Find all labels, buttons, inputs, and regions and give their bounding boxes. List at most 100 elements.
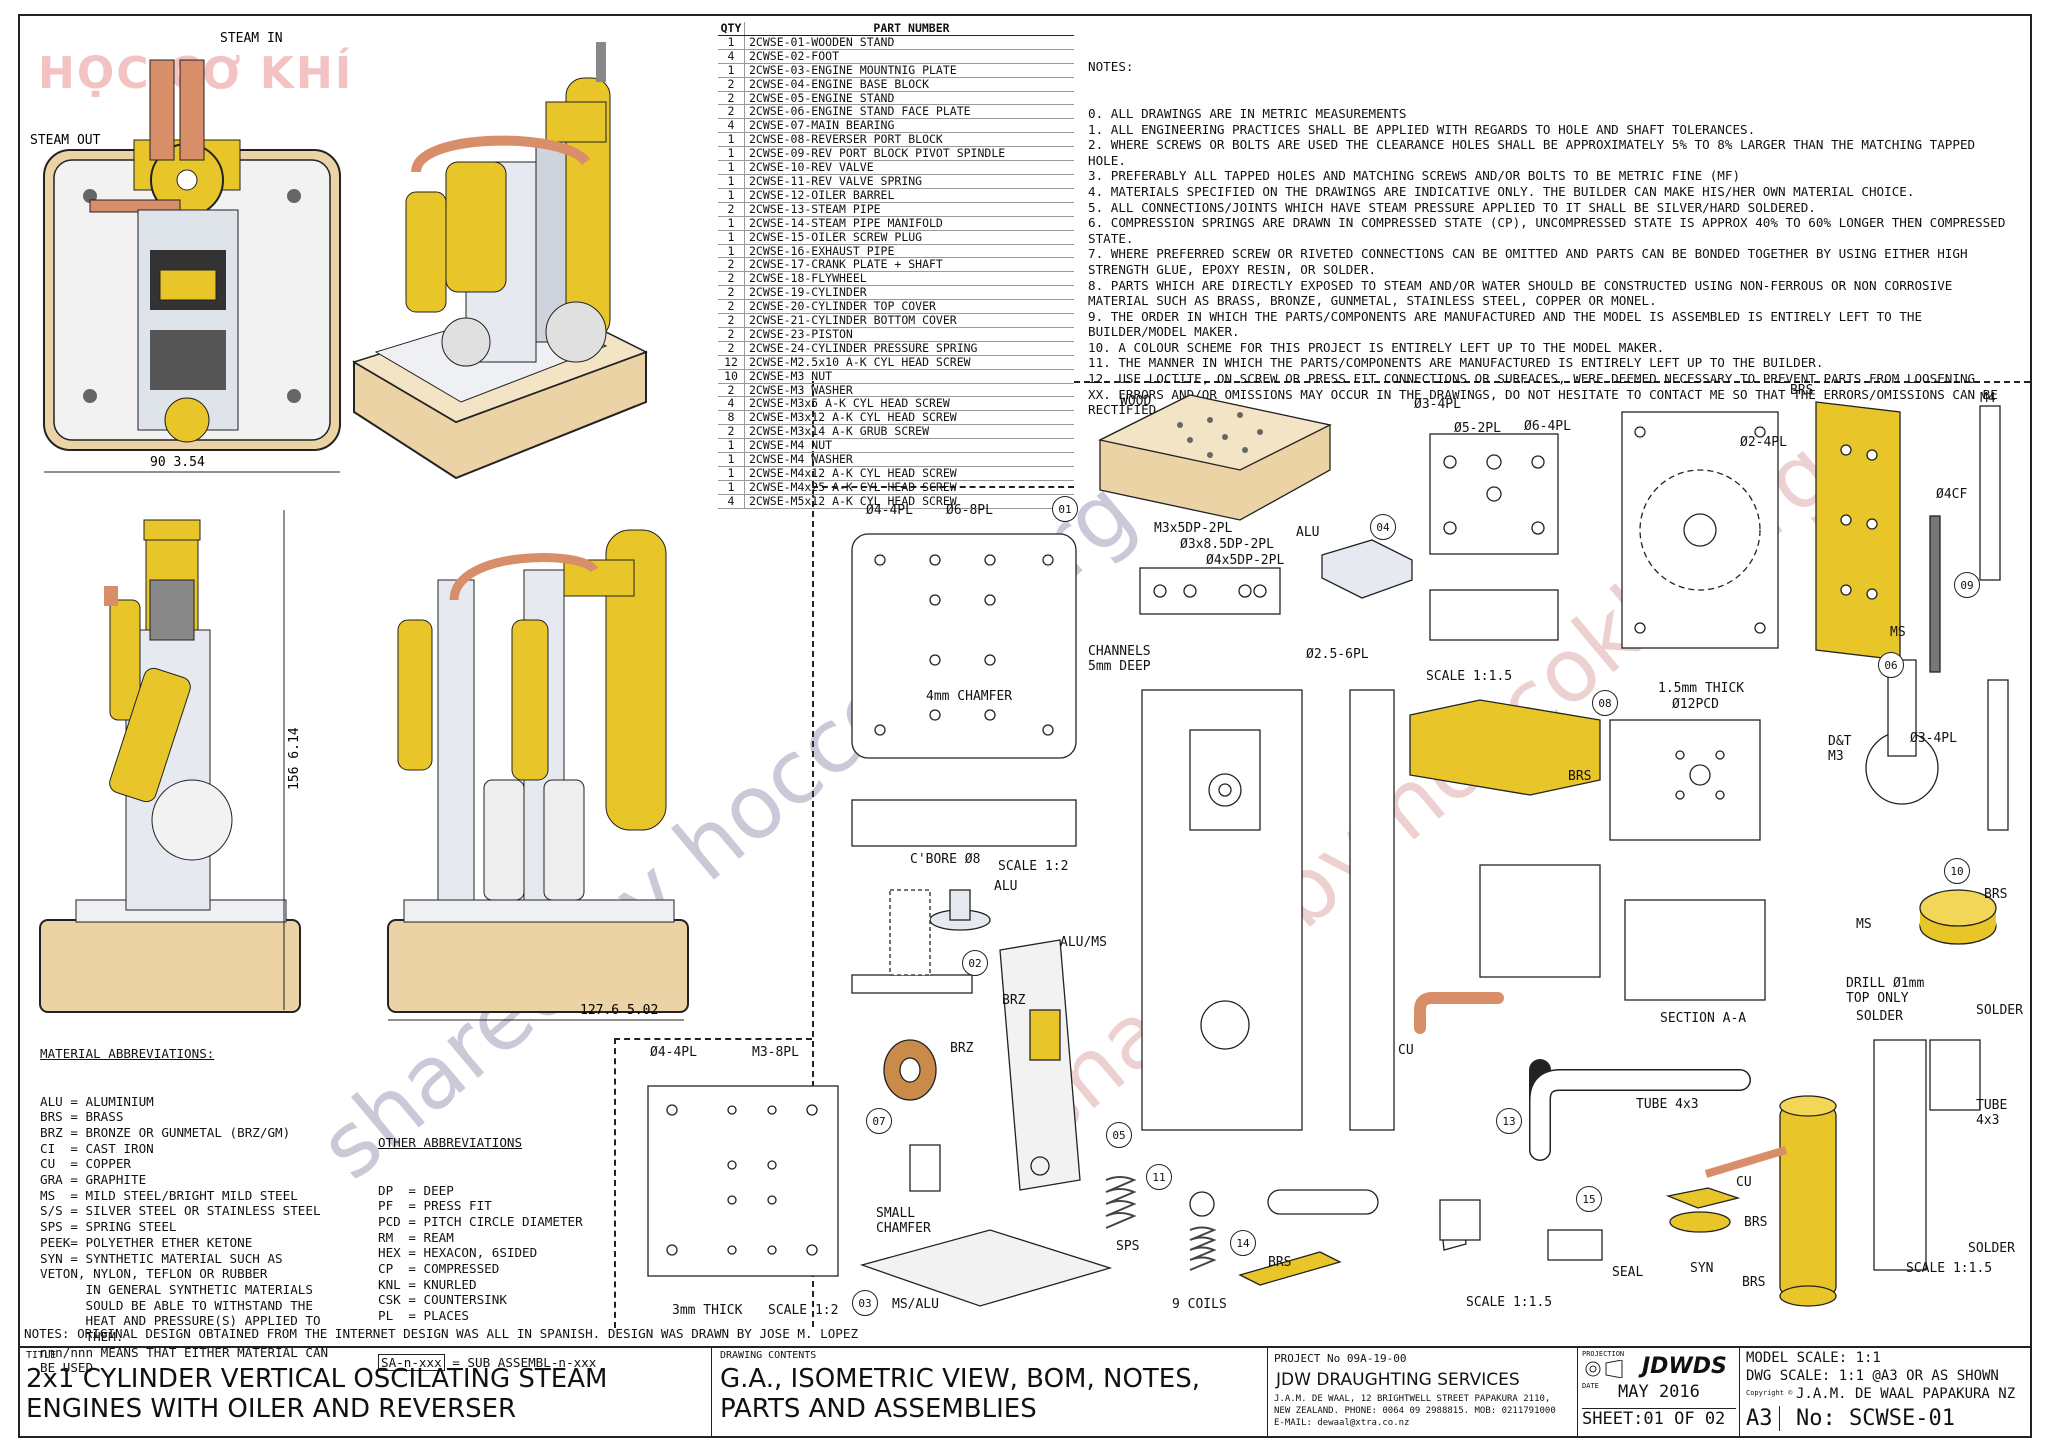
bom-part: 2CWSE-06-ENGINE STAND FACE PLATE	[749, 105, 971, 119]
bom-part: 2CWSE-15-OILER SCREW PLUG	[749, 230, 923, 244]
label-solder-3: SOLDER	[1968, 1241, 2015, 1256]
bom-part: 2CWSE-21-CYLINDER BOTTOM COVER	[749, 314, 957, 327]
note-item: 8. PARTS WHICH ARE DIRECTLY EXPOSED TO S…	[1088, 277, 1960, 309]
material-line: S/S = SILVER STEEL OR STAINLESS STEEL	[40, 1203, 321, 1219]
bom-qty: 1	[718, 439, 745, 453]
bom-qty: 1	[718, 244, 745, 258]
other-abbr-line: HEX = HEXACON, 6SIDED	[378, 1245, 538, 1261]
ga-front-view: 127.6 5.02	[387, 529, 689, 1021]
callout-10: 10	[1944, 858, 1970, 884]
bom-part: 2CWSE-08-REVERSER PORT BLOCK	[749, 133, 943, 147]
note-item: 9. THE ORDER IN WHICH THE PARTS/COMPONEN…	[1088, 308, 1930, 340]
bom-qty: 10	[718, 369, 745, 383]
label-solder-2: SOLDER	[1976, 1003, 2023, 1018]
label-d6-4pl: Ø6-4PL	[1524, 419, 1571, 434]
bom-part: 2CWSE-11-REV VALVE SPRING	[749, 174, 923, 188]
bom-qty: 2	[718, 314, 745, 327]
material-line: CU = COPPER	[40, 1156, 131, 1172]
label-d3-4pl: Ø3-4PL	[1414, 397, 1461, 412]
bom-qty: 1	[718, 453, 745, 466]
label-3mm-thick: 3mm THICK	[672, 1303, 743, 1318]
bom-part: 2CWSE-16-EXHAUST PIPE	[749, 244, 895, 258]
bom-row: 2 2CWSE-21-CYLINDER BOTTOM COVER	[718, 314, 1074, 328]
label-brz-07: BRZ	[950, 1041, 974, 1056]
sheet-number: SHEET:01 OF 02	[1582, 1408, 1736, 1429]
other-abbr-line: RM = REAM	[378, 1229, 454, 1245]
other-abbr-line: PCD = PITCH CIRCLE DIAMETER	[378, 1213, 583, 1229]
label-brs-06: BRS	[1790, 383, 1814, 398]
note-item: 10. A COLOUR SCHEME FOR THIS PROJECT IS …	[1088, 339, 1665, 355]
bom-qty: 1	[718, 230, 745, 244]
bom-part: 2CWSE-01-WOODEN STAND	[749, 35, 895, 49]
bom-part: 2CWSE-M3 WASHER	[749, 383, 853, 397]
bom-part: 2CWSE-12-OILER BARREL	[749, 188, 895, 202]
material-line: SOULD BE ABLE TO WITHSTAND THE	[40, 1297, 313, 1313]
bom-part: 2CWSE-04-ENGINE BASE BLOCK	[749, 77, 930, 91]
dim-height: 156 6.14	[287, 727, 302, 790]
projection-symbol-icon	[1585, 1360, 1623, 1378]
bom-row: 4 2CWSE-M5x12 A-K CYL HEAD SCREW	[718, 494, 1074, 509]
bom-part: 2CWSE-M5x12 A-K CYL HEAD SCREW	[749, 494, 957, 508]
label-tube: TUBE 4x3	[1636, 1097, 1699, 1112]
bom-qty: 4	[718, 397, 745, 411]
label-steam-out: STEAM OUT	[30, 133, 101, 148]
copyright: J.A.M. DE WAAL PAPAKURA NZ	[1796, 1386, 2016, 1402]
copyright-label: Copyright ©	[1746, 1389, 1793, 1397]
bom-part: 2CWSE-19-CYLINDER	[749, 286, 867, 300]
label-syn: SYN	[1690, 1261, 1714, 1276]
bom-part: 2CWSE-18-FLYWHEEL	[749, 272, 867, 286]
material-line: BE USED	[40, 1360, 94, 1376]
company-name: JDW DRAUGHTING SERVICES	[1276, 1370, 1520, 1390]
note-item: 2. WHERE SCREWS OR BOLTS ARE USED THE CL…	[1088, 137, 1983, 168]
bom-part: 2CWSE-M4 WASHER	[749, 453, 853, 466]
label-cbore: C'BORE Ø8	[910, 852, 981, 867]
bom-qty: 4	[718, 494, 745, 508]
drawing-title: 2x1 CYLINDER VERTICAL OSCILATING STEAM E…	[26, 1364, 608, 1424]
ga-top-view: 90 3.54 STEAM IN STEAM OUT	[30, 31, 341, 473]
notes-block: NOTES: 0. ALL DRAWINGS ARE IN METRIC MEA…	[1088, 28, 2010, 433]
note-item: 1. ALL ENGINEERING PRACTICES SHALL BE AP…	[1088, 121, 1756, 137]
note-item: 0. ALL DRAWINGS ARE IN METRIC MEASUREMEN…	[1088, 105, 1407, 121]
label-alu-02: ALU	[994, 879, 1018, 894]
label-dt: D&T M3	[1828, 734, 1852, 764]
label-brs-14: BRS	[1268, 1255, 1292, 1270]
label-9-coils: 9 COILS	[1172, 1297, 1227, 1312]
material-line: THEM.	[40, 1329, 124, 1345]
bom-qty: 1	[718, 133, 745, 147]
email: E-MAIL: dewaal@xtra.co.nz	[1274, 1418, 1410, 1428]
bom-qty: 2	[718, 258, 745, 272]
bom-qty: 1	[718, 161, 745, 174]
material-line: SYN = SYNTHETIC MATERIAL SUCH AS	[40, 1250, 283, 1266]
bom-qty: 1	[718, 216, 745, 230]
label-scale-15: SCALE 1:1.5	[1466, 1295, 1553, 1310]
drawing-date: MAY 2016	[1618, 1382, 1700, 1402]
label-channels: CHANNELS 5mm DEEP	[1088, 644, 1151, 674]
bom-header-part: PART NUMBER	[873, 22, 950, 35]
material-line: BRZ = BRONZE OR GUNMETAL (BRZ/GM)	[40, 1124, 291, 1140]
bom-qty: 2	[718, 341, 745, 355]
callout-13: 13	[1496, 1108, 1522, 1134]
bom-part: 2CWSE-M4x12 A-K CYL HEAD SCREW	[749, 467, 957, 480]
projection-label: PROJECTION	[1582, 1350, 1625, 1358]
bom-part: 2CWSE-20-CYLINDER TOP COVER	[749, 300, 936, 314]
sub-assembly-legend: SA-n-xxx = SUB ASSEMBL-n-xxx	[378, 1354, 596, 1372]
other-abbr-line: DP = DEEP	[378, 1182, 454, 1198]
callout-04: 04	[1370, 514, 1396, 540]
bom-qty: 2	[718, 202, 745, 216]
label-alu-04: ALU	[1296, 525, 1320, 540]
bom-row: 1 2CWSE-M4 WASHER	[718, 453, 1074, 467]
label-brs-10: BRS	[1984, 887, 2008, 902]
